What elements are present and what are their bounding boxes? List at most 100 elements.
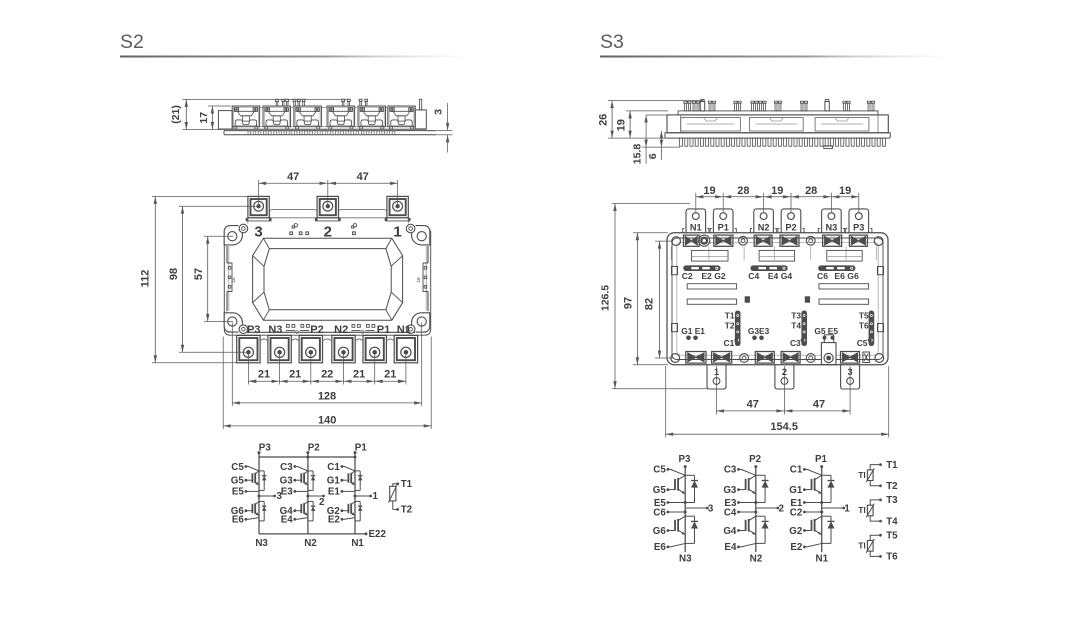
svg-text:Tl: Tl: [858, 505, 866, 515]
svg-text:21: 21: [353, 369, 365, 381]
svg-text:E3: E3: [281, 487, 294, 498]
svg-text:T1: T1: [725, 310, 735, 320]
svg-text:3: 3: [276, 491, 282, 502]
svg-text:G4: G4: [280, 506, 294, 517]
svg-text:C4: C4: [724, 507, 737, 518]
svg-text:2: 2: [778, 503, 784, 514]
svg-text:P1: P1: [355, 443, 368, 454]
svg-text:E4: E4: [281, 515, 294, 526]
svg-text:N1: N1: [816, 554, 829, 565]
svg-text:C4: C4: [748, 271, 759, 281]
svg-text:T6: T6: [859, 321, 869, 331]
svg-text:21: 21: [258, 369, 270, 381]
svg-text:19: 19: [839, 185, 851, 197]
svg-text:P3: P3: [853, 223, 864, 233]
svg-text:22: 22: [321, 369, 333, 381]
svg-text:T4: T4: [791, 321, 801, 331]
svg-text:47: 47: [357, 171, 369, 183]
svg-text:6: 6: [647, 153, 659, 159]
svg-text:3: 3: [433, 109, 445, 115]
svg-text:C1: C1: [724, 338, 735, 348]
svg-text:P3: P3: [679, 454, 692, 465]
svg-text:E2: E2: [790, 542, 803, 553]
svg-text:T2: T2: [725, 321, 735, 331]
svg-text:G5: G5: [231, 476, 245, 487]
svg-text:C1: C1: [790, 465, 803, 476]
svg-text:126.5: 126.5: [600, 285, 612, 311]
svg-text:P3: P3: [247, 324, 260, 336]
svg-text:1: 1: [372, 491, 378, 502]
svg-text:P1: P1: [377, 324, 390, 336]
svg-text:2: 2: [324, 223, 332, 240]
svg-text:N3: N3: [679, 554, 692, 565]
svg-text:E3: E3: [724, 498, 737, 509]
svg-text:28: 28: [737, 185, 749, 197]
svg-text:P2: P2: [749, 454, 762, 465]
svg-text:N3: N3: [268, 324, 282, 336]
svg-text:C3: C3: [280, 462, 293, 473]
svg-text:47: 47: [747, 399, 759, 411]
svg-text:C6: C6: [817, 271, 828, 281]
svg-text:128: 128: [318, 390, 336, 402]
svg-text:154.5: 154.5: [770, 421, 798, 433]
svg-text:98: 98: [168, 268, 180, 280]
svg-text:G5: G5: [653, 485, 667, 496]
svg-text:G1 E1: G1 E1: [681, 326, 705, 336]
svg-text:C5: C5: [231, 462, 244, 473]
svg-text:P1: P1: [815, 454, 828, 465]
svg-text:C3: C3: [724, 465, 737, 476]
svg-text:82: 82: [644, 298, 656, 310]
svg-text:E2: E2: [328, 515, 341, 526]
svg-text:G6: G6: [653, 526, 667, 537]
svg-text:3: 3: [708, 503, 714, 514]
svg-text:E22: E22: [369, 529, 387, 540]
svg-text:C2: C2: [790, 507, 803, 518]
svg-text:(21): (21): [170, 105, 182, 124]
svg-text:T4: T4: [886, 516, 898, 527]
svg-text:T2: T2: [886, 481, 898, 492]
svg-text:G6: G6: [231, 506, 245, 517]
svg-text:Tl: Tl: [858, 470, 866, 480]
svg-text:T6: T6: [886, 552, 898, 563]
svg-text:21: 21: [289, 369, 301, 381]
svg-text:T5: T5: [886, 531, 898, 542]
svg-text:G5 E5: G5 E5: [814, 326, 838, 336]
svg-text:T1: T1: [401, 479, 413, 490]
svg-text:97: 97: [622, 297, 634, 309]
svg-text:E4: E4: [724, 542, 737, 553]
svg-text:15: 15: [416, 277, 421, 283]
svg-text:E1: E1: [790, 498, 803, 509]
svg-text:C6: C6: [653, 507, 666, 518]
svg-text:Tl: Tl: [858, 540, 866, 550]
svg-text:G3: G3: [723, 485, 737, 496]
svg-text:N1: N1: [397, 324, 411, 336]
svg-text:T3: T3: [791, 310, 801, 320]
svg-text:E6: E6: [232, 515, 245, 526]
svg-text:E6: E6: [654, 542, 667, 553]
svg-text:G2: G2: [789, 526, 803, 537]
svg-text:N1: N1: [351, 538, 364, 549]
svg-text:112: 112: [140, 270, 152, 288]
svg-text:S2: S2: [120, 31, 144, 53]
svg-text:N2: N2: [750, 554, 763, 565]
svg-text:C5: C5: [653, 465, 666, 476]
svg-text:N3: N3: [826, 223, 838, 233]
svg-text:G3E3: G3E3: [748, 326, 770, 336]
svg-text:C1: C1: [327, 462, 340, 473]
svg-text:15.8: 15.8: [632, 144, 644, 165]
svg-text:3: 3: [254, 223, 262, 240]
svg-text:N2: N2: [334, 324, 348, 336]
svg-text:G1: G1: [327, 476, 341, 487]
svg-text:E2 G2: E2 G2: [701, 271, 726, 281]
svg-text:S3: S3: [600, 31, 624, 53]
svg-text:26: 26: [598, 114, 610, 126]
svg-text:P1: P1: [718, 223, 729, 233]
svg-text:C2: C2: [682, 271, 693, 281]
svg-text:P2: P2: [310, 324, 323, 336]
svg-text:E5: E5: [232, 487, 245, 498]
svg-text:57: 57: [193, 268, 205, 280]
svg-text:47: 47: [287, 171, 299, 183]
svg-text:E5: E5: [654, 498, 667, 509]
svg-text:T1: T1: [886, 460, 898, 471]
svg-text:1: 1: [393, 223, 401, 240]
